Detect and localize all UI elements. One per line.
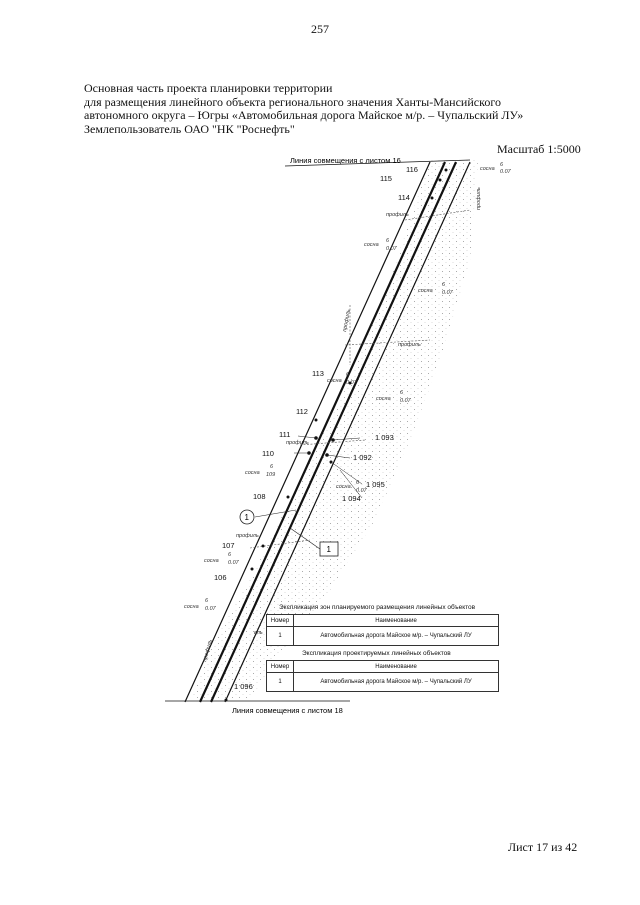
vertex-108: 108 <box>253 492 266 501</box>
road-line-right <box>209 161 458 703</box>
vertex-115: 115 <box>380 174 392 183</box>
table-header-row: Номер Наименование <box>266 660 499 673</box>
road-line-left <box>198 161 447 703</box>
vertex-labels: 116 115 114 113 112 111 110 108 107 106 … <box>214 165 448 702</box>
sheet-number: Лист 17 из 42 <box>508 840 578 854</box>
svg-text:0.07: 0.07 <box>386 246 398 252</box>
svg-text:профиль: профиль <box>476 187 482 210</box>
header-line-4: Землепользователь ОАО "НК "Роснефть" <box>84 121 295 136</box>
table-header-row: Номер Наименование <box>266 614 499 627</box>
vertex-1093: 1 093 <box>375 433 394 442</box>
svg-text:6: 6 <box>356 480 360 486</box>
svg-text:0.07: 0.07 <box>500 169 512 175</box>
object-callout-box: 1 <box>289 527 339 557</box>
svg-text:профиль: профиль <box>286 440 309 446</box>
svg-text:6: 6 <box>386 238 390 244</box>
svg-text:профиль: профиль <box>236 533 259 539</box>
svg-text:сосна: сосна <box>418 288 433 294</box>
svg-text:0.07: 0.07 <box>228 560 240 566</box>
header-line-3: автономного округа – Югры «Автомобильная… <box>84 108 524 122</box>
svg-text:сосна: сосна <box>327 378 342 384</box>
svg-text:1: 1 <box>327 545 332 554</box>
svg-text:сосна: сосна <box>336 484 351 490</box>
svg-text:вль: вль <box>254 630 263 636</box>
svg-text:109: 109 <box>266 472 275 478</box>
svg-text:6: 6 <box>228 552 232 558</box>
svg-text:сосна: сосна <box>376 396 391 402</box>
svg-text:6: 6 <box>346 372 350 378</box>
svg-text:0.07: 0.07 <box>400 398 412 404</box>
table-header-name: Наименование <box>293 660 499 673</box>
vertex-111: 111 <box>279 430 290 439</box>
svg-text:0.07: 0.07 <box>346 380 358 386</box>
zones-table-caption: Экспликация зон планируемого размещения … <box>279 604 476 611</box>
zone-boundary-right <box>224 161 471 703</box>
svg-text:сосна: сосна <box>245 470 260 476</box>
table-cell-name: Автомобильная дорога Майское м/р. – Чупа… <box>293 626 499 646</box>
header-line-1: Основная часть проекта планировки террит… <box>84 81 333 95</box>
table-cell-number: 1 <box>266 626 294 646</box>
document-header: Основная часть проекта планировки террит… <box>84 81 584 136</box>
vertex-1094: 1 094 <box>342 494 361 503</box>
vertex-1095: 1 095 <box>366 480 385 489</box>
table-header-name: Наименование <box>293 614 499 627</box>
zone-callout-circle: 1 <box>239 509 297 525</box>
vertex-112: 112 <box>296 407 308 416</box>
svg-text:6: 6 <box>442 282 446 288</box>
page-number: 257 <box>311 22 329 36</box>
header-line-2: для размещения линейного объекта региона… <box>84 94 501 109</box>
profile-lines <box>249 209 471 549</box>
vertex-1092: 1 092 <box>353 453 372 462</box>
svg-text:6: 6 <box>270 464 274 470</box>
svg-text:0.07: 0.07 <box>442 290 454 296</box>
vertex-106: 106 <box>214 573 227 582</box>
vertex-110: 110 <box>262 449 274 458</box>
match-line-bottom-label: Линия совмещения с листом 18 <box>232 706 343 715</box>
table-cell-name: Автомобильная дорога Майское м/р. – Чупа… <box>293 672 499 692</box>
vertex-113: 113 <box>312 369 324 378</box>
svg-text:сосна: сосна <box>184 604 199 610</box>
road-corridor <box>184 161 471 703</box>
match-line-top-rule <box>284 159 471 167</box>
svg-text:6: 6 <box>500 162 504 168</box>
match-line-top-label: Линия совмещения с листом 16 <box>290 156 401 165</box>
svg-text:профиль: профиль <box>202 639 214 663</box>
svg-text:0.07: 0.07 <box>356 488 368 494</box>
leader-lines <box>294 435 363 499</box>
svg-text:профиль: профиль <box>386 212 409 218</box>
profile-labels: профиль профиль профиль профиль профиль … <box>202 187 482 662</box>
zone-boundary-left <box>184 161 431 703</box>
table-row: 1 Автомобильная дорога Майское м/р. – Чу… <box>266 626 499 646</box>
svg-text:6: 6 <box>205 598 209 604</box>
svg-text:профиль: профиль <box>342 309 352 333</box>
vertex-116: 116 <box>406 165 418 174</box>
vertex-1096: 1 096 <box>234 682 253 691</box>
zones-table: Номер Наименование 1 Автомобильная дорог… <box>266 614 499 646</box>
map-scale: Масштаб 1:5000 <box>497 142 581 156</box>
svg-text:сосна: сосна <box>204 558 219 564</box>
vertex-114: 114 <box>398 193 410 202</box>
svg-text:0.07: 0.07 <box>205 606 217 612</box>
objects-table-caption: Экспликация проектируемых линейных объек… <box>302 650 451 657</box>
table-row: 1 Автомобильная дорога Майское м/р. – Чу… <box>266 672 499 692</box>
planning-map: Линия совмещения с листом 16 Линия совме… <box>165 156 512 715</box>
table-header-number: Номер <box>266 660 294 673</box>
svg-text:сосна: сосна <box>364 242 379 248</box>
objects-table: Номер Наименование 1 Автомобильная дорог… <box>266 660 499 692</box>
table-header-number: Номер <box>266 614 294 627</box>
svg-text:6: 6 <box>400 390 404 396</box>
svg-text:сосна: сосна <box>480 166 495 172</box>
table-cell-number: 1 <box>266 672 294 692</box>
svg-text:1: 1 <box>245 513 250 522</box>
vertex-107: 107 <box>222 541 235 550</box>
svg-text:профиль: профиль <box>398 342 421 348</box>
